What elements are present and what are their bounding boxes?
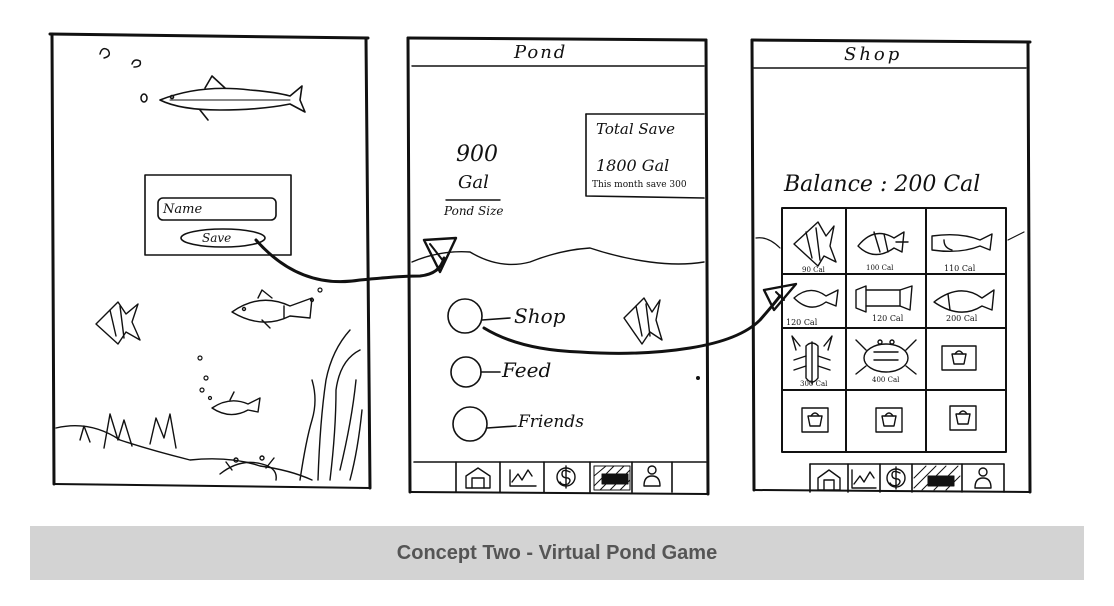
water-line: [755, 237, 781, 249]
angelfish-item-icon[interactable]: [793, 221, 837, 267]
item-price: 110 Cal: [944, 264, 976, 273]
total-save-label: Total Save: [596, 120, 675, 138]
crab-item-icon[interactable]: [855, 339, 917, 375]
fish-icon: [231, 289, 313, 329]
striped-fish-item-icon[interactable]: [857, 231, 909, 256]
pond-tab-icon-active[interactable]: [593, 465, 631, 491]
bag-item-icon[interactable]: [875, 407, 903, 433]
dot: [696, 376, 700, 380]
shop-title: Shop: [844, 44, 903, 65]
screen-2-frame: [406, 36, 710, 496]
flow-arrow-shop-to-store: [482, 282, 798, 355]
long-fish-item-icon[interactable]: [931, 233, 993, 253]
small-fish-icon: [211, 391, 261, 416]
seaweed-icon: [299, 329, 363, 481]
item-price: 400 Cal: [872, 376, 900, 384]
dollar-icon[interactable]: [556, 465, 576, 489]
dollar-icon[interactable]: [886, 466, 906, 490]
month-save-note: This month save 300: [592, 180, 687, 190]
home-icon[interactable]: [465, 467, 491, 489]
caption-bar: Concept Two - Virtual Pond Game: [30, 526, 1084, 580]
menu-circles: [447, 298, 517, 442]
bubbles-icon: [99, 47, 148, 103]
caption-text: Concept Two - Virtual Pond Game: [396, 542, 718, 564]
save-button[interactable]: Save: [202, 231, 232, 245]
chart-icon[interactable]: [851, 469, 877, 489]
water-line: [1007, 231, 1025, 241]
pond-title: Pond: [514, 42, 568, 63]
item-price: 100 Cal: [866, 264, 894, 272]
bag-item-icon[interactable]: [801, 407, 829, 433]
bubbles-icon: [197, 287, 323, 401]
candy-fish-item-icon[interactable]: [855, 285, 913, 313]
item-price: 90 Cal: [802, 266, 825, 274]
water-line: [411, 247, 705, 266]
screen-1-frame: [48, 32, 372, 490]
pond-tab-icon[interactable]: [913, 465, 961, 491]
login-box: [144, 174, 292, 256]
menu-friends[interactable]: Friends: [518, 412, 584, 432]
chart-icon[interactable]: [509, 469, 537, 487]
lobster-item-icon[interactable]: [791, 335, 833, 385]
item-price: 200 Cal: [946, 314, 978, 323]
pond-size-unit: Gal: [458, 172, 489, 193]
profile-icon[interactable]: [974, 467, 992, 489]
bag-item-icon[interactable]: [949, 405, 977, 431]
menu-feed[interactable]: Feed: [502, 358, 552, 382]
item-price: 300 Cal: [800, 380, 828, 388]
home-icon[interactable]: [817, 469, 841, 491]
name-field[interactable]: Name: [163, 202, 203, 217]
pond-size-label: Pond Size: [444, 204, 504, 218]
shop-grid: [781, 207, 1007, 453]
screen-3-frame: [750, 38, 1032, 494]
pond-tab-bar: [413, 461, 707, 493]
salmon-item-icon[interactable]: [933, 289, 995, 313]
total-save-box: [585, 113, 705, 199]
shark-icon: [159, 75, 306, 121]
profile-icon[interactable]: [643, 465, 661, 487]
item-price: 120 Cal: [786, 318, 818, 327]
item-price: 120 Cal: [872, 314, 904, 323]
shop-tab-bar: [809, 463, 1005, 493]
bag-item-icon[interactable]: [941, 345, 977, 371]
menu-shop[interactable]: Shop: [514, 304, 566, 328]
angelfish-icon: [95, 301, 141, 345]
balance-label: Balance : 200 Cal: [784, 172, 981, 197]
flow-arrow-save-to-pond: [254, 236, 458, 284]
angelfish-icon: [623, 297, 663, 345]
puffer-fish-item-icon[interactable]: [793, 289, 839, 308]
pond-size-value: 900: [456, 142, 498, 167]
seabed-icon: [55, 413, 313, 481]
total-save-value: 1800 Gal: [596, 156, 670, 175]
